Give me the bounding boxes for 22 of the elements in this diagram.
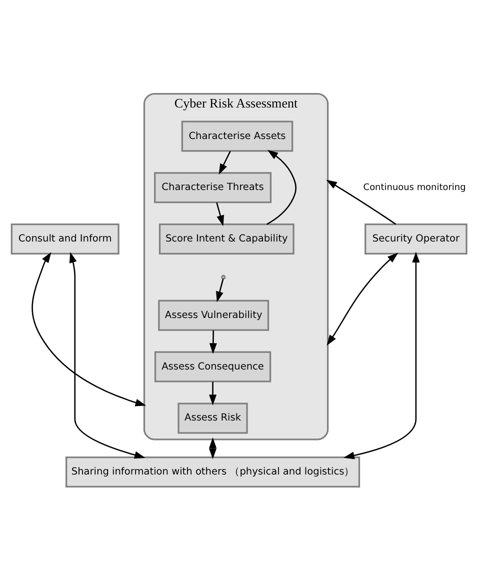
arrow [218,150,231,175]
edge-label: Continuous monitoring [363,182,466,193]
node-box: Consult and Inform [10,224,120,255]
arrow [326,180,396,225]
node-box: Assess Risk [178,402,248,434]
arrow [216,202,224,226]
arrow [326,252,398,346]
node-box: Assess Vulnerability [158,300,270,331]
arrow [209,330,217,354]
node-box: Security Operator [364,224,468,255]
node-box: Characterise Assets [181,120,294,152]
arrow [69,252,146,459]
node-box: Assess Consequence [154,351,272,382]
node-box: Sharing information with others （physical and logistics） [66,456,360,488]
arrow [209,382,217,406]
arrow [209,437,217,460]
arrow [216,278,224,302]
arrow [266,150,297,225]
node-box: Characterise Threats [154,172,272,204]
arrow [344,252,420,460]
arrow [32,252,146,406]
node-box: Score Intent & Capability [158,224,294,255]
